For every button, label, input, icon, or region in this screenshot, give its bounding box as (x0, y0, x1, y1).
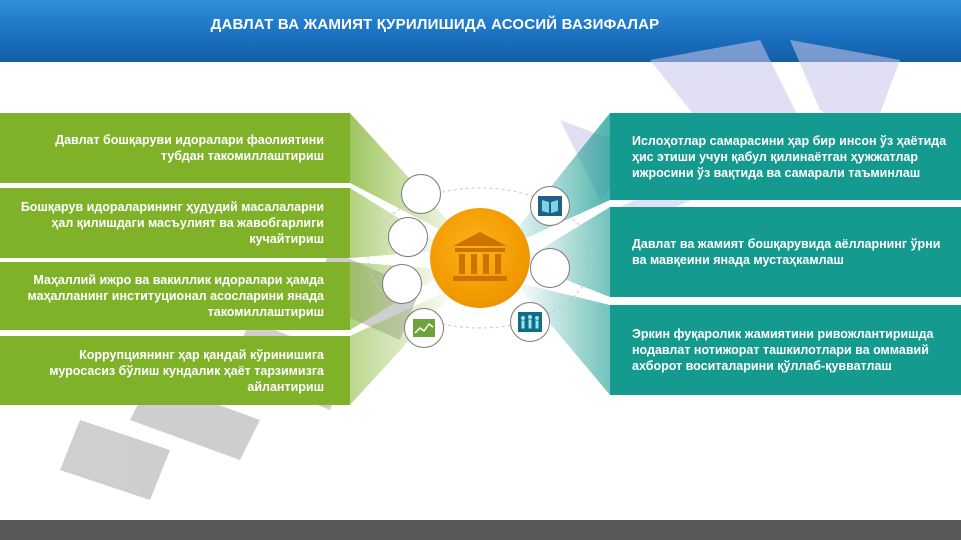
left-item-1-text: Давлат бошқаруви идоралари фаолиятини ту… (55, 133, 324, 163)
people-group-icon (518, 312, 542, 332)
right-item-2-text: Давлат ва жамият бошқарувида аёлларнинг … (632, 237, 941, 267)
right-item-2: Давлат ва жамият бошқарувида аёлларнинг … (610, 207, 961, 297)
left-item-2-text: Бошқарув идораларининг ҳудудий масалалар… (20, 200, 324, 246)
central-hub (430, 208, 530, 308)
left-item-4-text: Коррупциянинг ҳар қандай кўринишига муро… (49, 347, 324, 394)
left-item-3: Маҳаллий ижро ва вакиллик идоралари ҳамд… (0, 262, 350, 330)
page-title: ДАВЛАТ ВА ЖАМИЯТ ҚУРИЛИШИДА АСОСИЙ ВАЗИФ… (210, 16, 660, 33)
left-item-4: Коррупциянинг ҳар қандай кўринишига муро… (0, 336, 350, 405)
left-item-2: Бошқарув идораларининг ҳудудий масалалар… (0, 188, 350, 258)
right-item-3: Эркин фуқаролик жамиятини ривожлантиришд… (610, 305, 961, 395)
government-building-icon (453, 232, 507, 281)
circle-node-left-4 (404, 308, 444, 348)
circle-node-right-1 (530, 186, 570, 226)
book-icon (538, 196, 562, 216)
header-bar: ДАВЛАТ ВА ЖАМИЯТ ҚУРИЛИШИДА АСОСИЙ ВАЗИФ… (0, 0, 961, 62)
chart-icon (413, 319, 435, 337)
circle-node-left-1 (401, 174, 441, 214)
circle-node-right-2 (530, 248, 570, 288)
right-item-1-text: Ислоҳотлар самарасини ҳар бир инсон ўз ҳ… (632, 133, 947, 180)
circle-node-right-3 (510, 302, 550, 342)
circle-node-left-2 (388, 217, 428, 257)
left-item-3-text: Маҳаллий ижро ва вакиллик идоралари ҳамд… (27, 273, 324, 319)
right-item-1: Ислоҳотлар самарасини ҳар бир инсон ўз ҳ… (610, 113, 961, 200)
footer-bar (0, 520, 961, 540)
left-item-1: Давлат бошқаруви идоралари фаолиятини ту… (0, 113, 350, 183)
right-item-3-text: Эркин фуқаролик жамиятини ривожлантиришд… (632, 327, 934, 373)
circle-node-left-3 (382, 264, 422, 304)
